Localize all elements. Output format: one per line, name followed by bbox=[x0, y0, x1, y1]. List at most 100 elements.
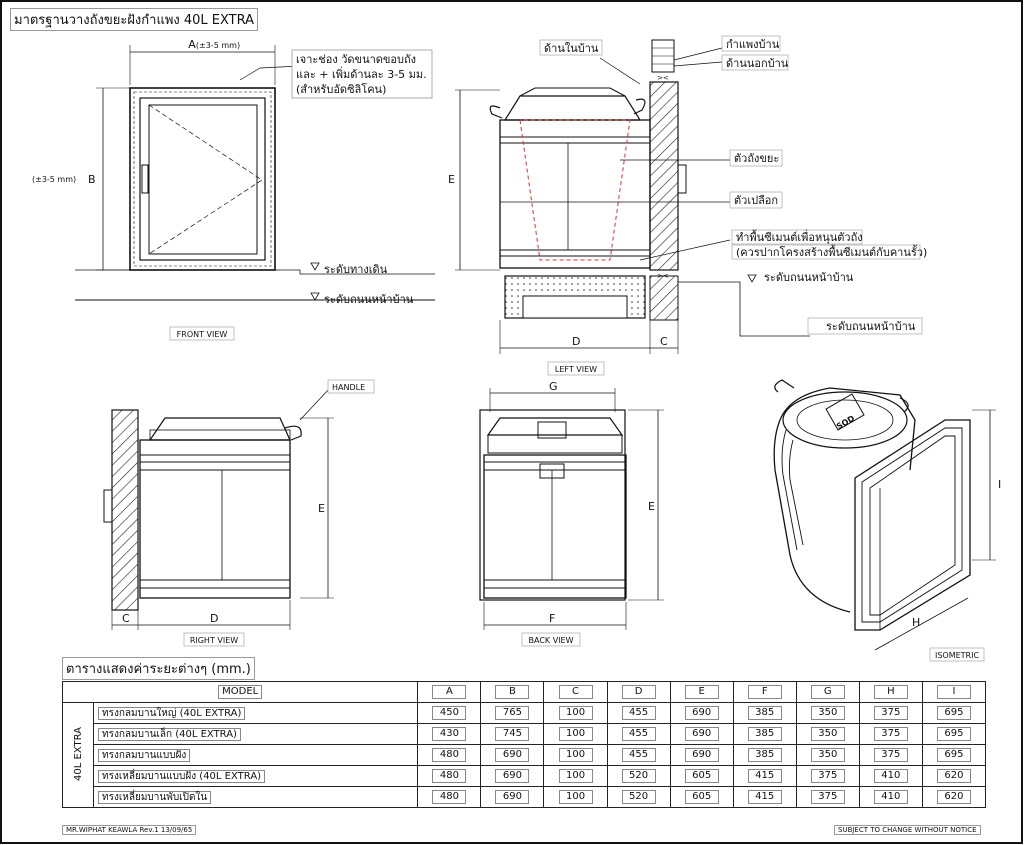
back-view bbox=[479, 388, 664, 630]
left-view: >< >< bbox=[455, 39, 822, 354]
inner-bin-outline bbox=[519, 119, 631, 261]
value-cell: 375 bbox=[858, 702, 923, 724]
handle-label: HANDLE bbox=[327, 379, 375, 394]
dim-a-label: A bbox=[188, 38, 196, 51]
svg-text:เจาะช่อง วัดขนาดขอบถัง: เจาะช่อง วัดขนาดขอบถัง bbox=[296, 53, 416, 66]
ground-level-label-front: ระดับทางเดิน bbox=[324, 263, 388, 276]
value-cell: 100 bbox=[543, 765, 608, 787]
value-cell: 605 bbox=[669, 786, 734, 808]
svg-text:LEFT VIEW: LEFT VIEW bbox=[555, 365, 597, 374]
svg-text:><: >< bbox=[657, 272, 669, 280]
left-door-handle bbox=[677, 164, 687, 194]
value-cell: 455 bbox=[606, 723, 671, 745]
value-cell: 415 bbox=[732, 786, 797, 808]
dim-c-label-right: C bbox=[122, 612, 130, 625]
back-frame bbox=[479, 409, 626, 601]
value-cell: 375 bbox=[858, 723, 923, 745]
model-name: ทรงเหลี่ยมบานพับเปิดใน bbox=[92, 786, 419, 808]
wall-label: กำแพงบ้าน bbox=[721, 35, 781, 52]
iso-caption: ISOMETRIC bbox=[929, 647, 985, 662]
col-header-c: C bbox=[543, 681, 608, 703]
left-view-caption: LEFT VIEW bbox=[547, 361, 605, 376]
inside-label: ด้านในบ้าน bbox=[539, 39, 603, 56]
bin-body-left bbox=[499, 119, 651, 269]
svg-text:ตัวเปลือก: ตัวเปลือก bbox=[734, 194, 778, 207]
col-header-f: F bbox=[732, 681, 797, 703]
col-header-e: E bbox=[669, 681, 734, 703]
dim-i-label: I bbox=[998, 478, 1001, 491]
value-cell: 350 bbox=[795, 744, 860, 766]
col-header-g: G bbox=[795, 681, 860, 703]
dim-a-tolerance: (±3-5 mm) bbox=[196, 41, 240, 50]
value-cell: 350 bbox=[795, 702, 860, 724]
col-header-i: I bbox=[921, 681, 987, 703]
bin-body-label: ตัวถังขยะ bbox=[729, 149, 783, 167]
dim-g-label: G bbox=[549, 380, 558, 393]
front-frame bbox=[129, 87, 276, 271]
group-label: 40L EXTRA bbox=[72, 726, 84, 781]
table-header-row: MODEL A B C D E F G H I bbox=[61, 681, 987, 703]
author-revision: MR.WIPHAT KEAWLA Rev.1 13/09/65 bbox=[62, 825, 197, 835]
col-header-h: H bbox=[858, 681, 923, 703]
value-cell: 375 bbox=[795, 765, 860, 787]
value-cell: 690 bbox=[669, 744, 734, 766]
svg-text:BACK VIEW: BACK VIEW bbox=[529, 636, 574, 645]
value-cell: 100 bbox=[543, 744, 608, 766]
value-cell: 695 bbox=[921, 702, 987, 724]
drawing-title: มาตรฐานวางถังขยะฝังกำแพง 40L EXTRA bbox=[10, 8, 259, 31]
value-cell: 430 bbox=[417, 723, 482, 745]
drill-callout: เจาะช่อง วัดขนาดขอบถัง และ + เพิ่มด้านละ… bbox=[291, 49, 433, 99]
value-cell: 450 bbox=[417, 702, 482, 724]
iso-frame bbox=[854, 419, 971, 631]
value-cell: 520 bbox=[606, 765, 671, 787]
model-name: ทรงกลมบานเล็ก (40L EXTRA) bbox=[92, 723, 419, 745]
road-level-label-right: ระดับถนนหน้าบ้าน bbox=[807, 317, 923, 335]
wall-section bbox=[649, 81, 679, 271]
back-view-caption: BACK VIEW bbox=[521, 632, 581, 647]
front-view-caption: FRONT VIEW bbox=[169, 326, 235, 341]
right-view bbox=[103, 387, 334, 630]
value-cell: 620 bbox=[921, 786, 987, 808]
dim-h-label: H bbox=[912, 616, 920, 629]
value-cell: 765 bbox=[480, 702, 545, 724]
model-name: ทรงกลมบานแบบฝัง bbox=[92, 744, 419, 766]
value-cell: 690 bbox=[480, 744, 545, 766]
model-name: ทรงกลมบานใหญ่ (40L EXTRA) bbox=[92, 702, 419, 724]
value-cell: 690 bbox=[480, 786, 545, 808]
value-cell: 385 bbox=[732, 723, 797, 745]
model-header: MODEL bbox=[61, 681, 419, 703]
value-cell: 690 bbox=[480, 765, 545, 787]
svg-text:ตัวถังขยะ: ตัวถังขยะ bbox=[734, 152, 779, 165]
model-name: ทรงเหลี่ยมบานแบบฝัง (40L EXTRA) bbox=[92, 765, 419, 787]
value-cell: 455 bbox=[606, 702, 671, 724]
svg-text:ทำพื้นซีเมนต์เพื่อหนุนตัวถัง: ทำพื้นซีเมนต์เพื่อหนุนตัวถัง bbox=[736, 229, 863, 244]
dim-f-label: F bbox=[549, 612, 555, 625]
value-cell: 745 bbox=[480, 723, 545, 745]
value-cell: 375 bbox=[795, 786, 860, 808]
value-cell: 375 bbox=[858, 744, 923, 766]
value-cell: 605 bbox=[669, 765, 734, 787]
svg-text:ด้านนอกบ้าน: ด้านนอกบ้าน bbox=[726, 57, 789, 70]
value-cell: 410 bbox=[858, 786, 923, 808]
svg-text:ISOMETRIC: ISOMETRIC bbox=[935, 651, 979, 660]
value-cell: 480 bbox=[417, 765, 482, 787]
svg-text:><: >< bbox=[657, 74, 669, 82]
group-label-cell: 40L EXTRA bbox=[62, 702, 94, 808]
svg-text:FRONT VIEW: FRONT VIEW bbox=[177, 330, 228, 339]
road-level-label-left: ระดับถนนหน้าบ้าน bbox=[764, 271, 854, 284]
dim-d-label-left: D bbox=[572, 335, 580, 348]
table-row: ทรงกลมบานแบบฝัง 480 690 100 455 690 385 … bbox=[63, 744, 987, 766]
change-notice: SUBJECT TO CHANGE WITHOUT NOTICE bbox=[834, 825, 981, 835]
table-row: ทรงเหลี่ยมบานแบบฝัง (40L EXTRA) 480 690 … bbox=[63, 765, 987, 787]
value-cell: 410 bbox=[858, 765, 923, 787]
dim-b-tolerance: (±3-5 mm) bbox=[32, 175, 76, 184]
table-row: ทรงกลมบานเล็ก (40L EXTRA) 430 745 100 45… bbox=[63, 723, 987, 745]
right-view-caption: RIGHT VIEW bbox=[183, 632, 245, 647]
value-cell: 520 bbox=[606, 786, 671, 808]
value-cell: 100 bbox=[543, 702, 608, 724]
col-header-b: B bbox=[480, 681, 545, 703]
value-cell: 100 bbox=[543, 723, 608, 745]
svg-text:และ + เพิ่มด้านละ 3-5 มม.: และ + เพิ่มด้านละ 3-5 มม. bbox=[296, 66, 427, 81]
